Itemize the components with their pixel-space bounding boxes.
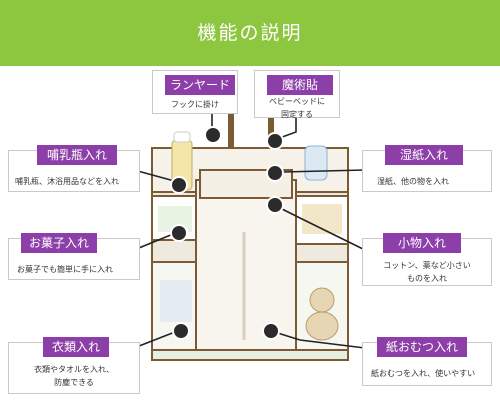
pin-clothing bbox=[172, 322, 190, 340]
callout-lanyard: ランヤード フックに掛け bbox=[152, 70, 238, 114]
page-title: 機能の説明 bbox=[197, 22, 303, 44]
callout-wipes: 湿紙入れ 湿紙、他の物を入れ bbox=[362, 145, 492, 192]
strap-right bbox=[268, 104, 274, 152]
label-clothing: 衣類入れ bbox=[43, 337, 109, 357]
bottom-trim bbox=[151, 349, 349, 361]
label-small-items: 小物入れ bbox=[383, 233, 461, 253]
callout-bottle: 哺乳瓶入れ 哺乳瓶、沐浴用品などを入れ bbox=[8, 145, 140, 192]
folded-clothes bbox=[160, 280, 192, 322]
pin-velcro bbox=[266, 132, 284, 150]
desc-velcro-line1: ベビーベッドに bbox=[269, 97, 325, 106]
label-lanyard: ランヤード bbox=[165, 75, 235, 95]
callout-snack: お菓子入れ お菓子でも簡単に手に入れ bbox=[8, 233, 140, 280]
pin-small-items bbox=[266, 196, 284, 214]
desc-small-items-line1: コットン、薬など小さい bbox=[383, 261, 471, 270]
desc-wipes: 湿紙、他の物を入れ bbox=[377, 177, 449, 186]
callout-diaper: 紙おむつ入れ 紙おむつを入れ、使いやすい bbox=[362, 337, 492, 386]
pin-lanyard bbox=[204, 126, 222, 144]
desc-diaper: 紙おむつを入れ、使いやすい bbox=[371, 369, 476, 378]
pin-snack bbox=[170, 224, 188, 242]
pin-diaper bbox=[262, 322, 280, 340]
label-snack: お菓子入れ bbox=[21, 233, 97, 253]
desc-small-items: コットン、薬など小さい ものを入れ bbox=[363, 259, 491, 285]
desc-clothing-line2: 防塵できる bbox=[54, 378, 94, 387]
label-velcro: 魔術貼 bbox=[267, 75, 333, 95]
desc-lanyard: フックに掛け bbox=[171, 100, 219, 109]
callout-small-items: 小物入れ コットン、薬など小さい ものを入れ bbox=[362, 233, 492, 286]
lotion-bottle bbox=[304, 145, 328, 181]
pin-bottle bbox=[170, 176, 188, 194]
desc-velcro: ベビーベッドに 固定する bbox=[255, 95, 339, 121]
desc-snack: お菓子でも簡単に手に入れ bbox=[17, 265, 113, 274]
strap-left bbox=[228, 104, 234, 152]
callout-clothing: 衣類入れ 衣類やタオルを入れ、 防塵できる bbox=[8, 337, 140, 394]
label-diaper: 紙おむつ入れ bbox=[377, 337, 467, 357]
desc-clothing-line1: 衣類やタオルを入れ、 bbox=[33, 365, 115, 374]
label-wipes: 湿紙入れ bbox=[385, 145, 463, 165]
callout-velcro: 魔術貼 ベビーベッドに 固定する bbox=[254, 70, 340, 121]
desc-bottle: 哺乳瓶、沐浴用品などを入れ bbox=[15, 177, 119, 186]
pin-wipes bbox=[266, 164, 284, 182]
desc-small-items-line2: ものを入れ bbox=[407, 274, 447, 283]
bottle-cap bbox=[173, 131, 191, 143]
label-bottle: 哺乳瓶入れ bbox=[37, 145, 117, 165]
teddy-head bbox=[309, 287, 335, 313]
teddy-body bbox=[305, 311, 339, 341]
header-banner: 機能の説明 bbox=[0, 0, 500, 66]
desc-velcro-line2: 固定する bbox=[281, 110, 313, 119]
desc-clothing: 衣類やタオルを入れ、 防塵できる bbox=[9, 363, 139, 389]
